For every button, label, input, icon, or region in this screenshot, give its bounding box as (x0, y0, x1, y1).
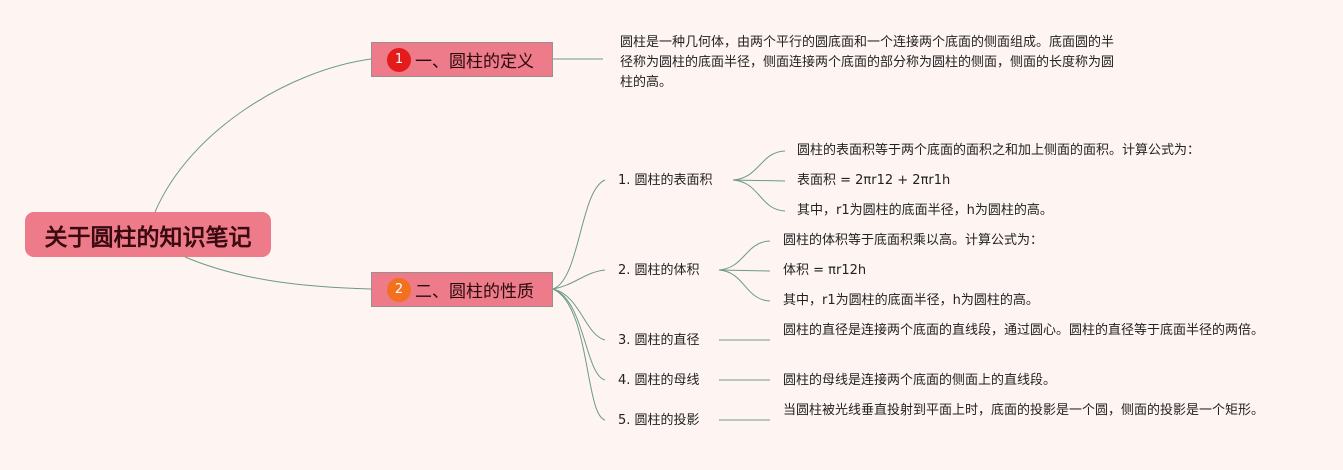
number-badge: 2 (387, 277, 411, 302)
root-label: 关于圆柱的知识笔记 (44, 224, 252, 251)
branch-properties[interactable]: 2 二、圆柱的性质 (371, 272, 553, 307)
detail-text: 圆柱的体积等于底面积乘以高。计算公式为： (783, 233, 1044, 248)
detail-text: 其中，r1为圆柱的底面半径，h为圆柱的高。 (797, 203, 1053, 218)
branch-label: 二、圆柱的性质 (415, 282, 534, 302)
connector-branch2-prop2 (552, 269, 606, 290)
detail-text: 表面积 = 2πr12 + 2πr1h (797, 173, 951, 188)
connector-prop2-d3 (718, 269, 771, 302)
detail-text: 圆柱的表面积等于两个底面的面积之和加上侧面的面积。计算公式为： (797, 143, 1201, 158)
detail-text: 其中，r1为圆柱的底面半径，h为圆柱的高。 (783, 293, 1039, 308)
number-badge: 1 (387, 47, 411, 72)
connector-prop2-d1 (718, 240, 771, 271)
property-surface-area[interactable]: 1. 圆柱的表面积 (618, 173, 713, 188)
connector-root-branch2 (184, 256, 372, 290)
connector-branch2-prop4 (552, 288, 606, 381)
detail-text: 圆柱的直径是连接两个底面的直线段，通过圆心。圆柱的直径等于底面半径的两倍。 (783, 323, 1265, 338)
detail-text: 当圆柱被光线垂直投射到平面上时，底面的投影是一个圆，侧面的投影是一个矩形。 (783, 403, 1265, 418)
property-generatrix[interactable]: 4. 圆柱的母线 (618, 373, 700, 388)
detail-text: 体积 = πr12h (783, 263, 867, 278)
connector-branch2-prop5 (552, 288, 606, 421)
root-node[interactable]: 关于圆柱的知识笔记 (25, 212, 271, 257)
definition-text: 圆柱是一种几何体，由两个平行的圆底面和一个连接两个底面的侧面组成。底面圆的半径称… (620, 35, 1115, 90)
property-projection[interactable]: 5. 圆柱的投影 (618, 413, 700, 428)
connector-prop2-d2 (718, 269, 771, 272)
connector-prop1-d3 (732, 179, 786, 212)
property-diameter[interactable]: 3. 圆柱的直径 (618, 333, 700, 348)
connector-prop1-d2 (732, 179, 786, 182)
connector-prop1-d1 (732, 150, 786, 181)
detail-text: 圆柱的母线是连接两个底面的侧面上的直线段。 (783, 373, 1057, 388)
connector-branch2-prop1 (552, 179, 606, 290)
branch-definition[interactable]: 1 一、圆柱的定义 (371, 42, 553, 77)
connector-root-branch1 (154, 58, 372, 213)
branch-label: 一、圆柱的定义 (415, 52, 534, 72)
property-volume[interactable]: 2. 圆柱的体积 (618, 263, 700, 278)
connector-branch2-prop3 (552, 288, 606, 341)
